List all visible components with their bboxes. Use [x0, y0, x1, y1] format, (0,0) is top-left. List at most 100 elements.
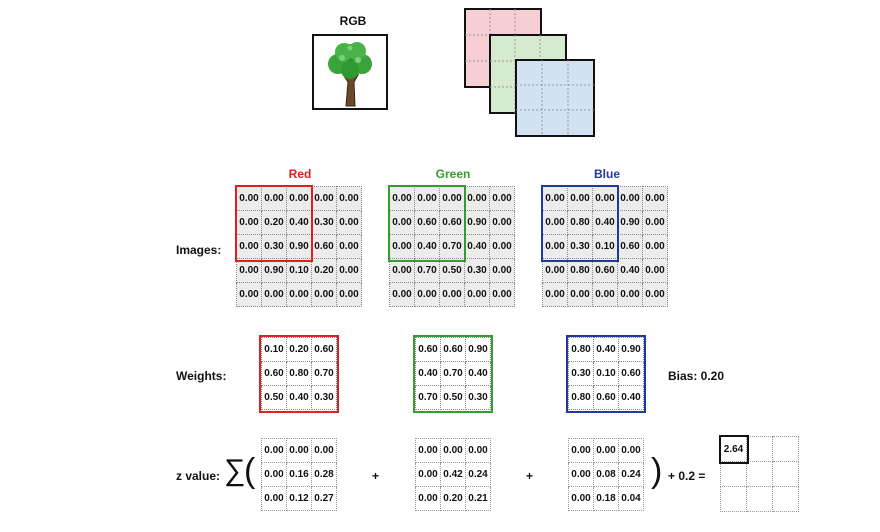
- red-image-cell: 0.40: [286, 210, 312, 235]
- blue-image-cell: 0.00: [642, 258, 668, 283]
- red-image-cell: 0.00: [336, 282, 362, 307]
- red-image-cell: 0.00: [236, 210, 262, 235]
- blue-z-cell: 0.00: [568, 438, 594, 463]
- plus-sign-1: +: [372, 469, 380, 483]
- green-image-cell: 0.00: [439, 186, 465, 211]
- red-image-cell: 0.90: [261, 258, 287, 283]
- blue-image-cell: 0.00: [642, 210, 668, 235]
- red-image-cell: 0.30: [311, 210, 337, 235]
- blue-z-cell: 0.00: [568, 486, 594, 511]
- red-image-cell: 0.60: [311, 234, 337, 259]
- blue-image-cell: 0.00: [617, 282, 643, 307]
- red-image-cell: 0.00: [286, 186, 312, 211]
- output-row: [720, 461, 799, 487]
- blue-image-cell: 0.00: [642, 282, 668, 307]
- green-image-cell: 0.00: [464, 186, 490, 211]
- green-image-cell: 0.00: [414, 282, 440, 307]
- blue-z-cell: 0.24: [618, 462, 644, 487]
- red-image-cell: 0.00: [236, 234, 262, 259]
- green-image-cell: 0.00: [414, 186, 440, 211]
- blue-image-cell: 0.00: [542, 234, 568, 259]
- red-image-cell: 0.00: [236, 282, 262, 307]
- output-value: 2.64: [720, 436, 747, 462]
- red-image-cell: 0.00: [286, 282, 312, 307]
- blue-image-cell: 0.00: [542, 186, 568, 211]
- bias-label: Bias: 0.20: [668, 369, 725, 383]
- blue-weight-cell: 0.80: [568, 337, 594, 362]
- green-z-cell: 0.00: [415, 438, 441, 463]
- blue-weight-cell: 0.40: [618, 385, 644, 410]
- red-weight-cell: 0.80: [286, 361, 312, 386]
- blue-image-cell: 0.00: [642, 234, 668, 259]
- green-image-cell: 0.70: [414, 258, 440, 283]
- bias-addition: + 0.2 =: [668, 469, 706, 483]
- plus-sign-2: +: [526, 469, 534, 483]
- output-cell: [746, 461, 773, 487]
- output-row: [720, 486, 799, 512]
- output-cell: [746, 436, 773, 462]
- blue-image-cell: 0.30: [567, 234, 593, 259]
- red-z-cell: 0.12: [286, 486, 312, 511]
- red-weight-cell: 0.30: [311, 385, 337, 410]
- green-image-cell: 0.00: [389, 282, 415, 307]
- red-image-cell: 0.00: [236, 186, 262, 211]
- close-paren: ): [651, 452, 663, 490]
- rgb-title: RGB: [339, 14, 367, 28]
- red-image-cell: 0.90: [286, 234, 312, 259]
- green-weight-cell: 0.60: [440, 337, 466, 362]
- blue-image-cell: 0.00: [567, 186, 593, 211]
- green-image-cell: 0.00: [389, 234, 415, 259]
- green-image-cell: 0.00: [489, 258, 515, 283]
- green-image-cell: 0.40: [414, 234, 440, 259]
- green-image-cell: 0.00: [489, 210, 515, 235]
- red-z-cell: 0.28: [311, 462, 337, 487]
- rgb-image-frame: [312, 34, 388, 110]
- blue-z-cell: 0.18: [593, 486, 619, 511]
- blue-z-cell: 0.08: [593, 462, 619, 487]
- blue-weight-cell: 0.30: [568, 361, 594, 386]
- weights-label: Weights:: [176, 369, 227, 383]
- green-weight-cell: 0.70: [440, 361, 466, 386]
- green-weight-cell: 0.40: [465, 361, 491, 386]
- channel-title-blue: Blue: [593, 167, 620, 181]
- green-weight-cell: 0.90: [465, 337, 491, 362]
- output-cell: [772, 461, 799, 487]
- blue-z-cell: 0.04: [618, 486, 644, 511]
- blue-image-cell: 0.00: [542, 258, 568, 283]
- blue-weight-cell: 0.60: [618, 361, 644, 386]
- green-z-cell: 0.21: [465, 486, 491, 511]
- blue-z-cell: 0.00: [618, 438, 644, 463]
- blue-z-cell: 0.00: [568, 462, 594, 487]
- green-image-cell: 0.60: [414, 210, 440, 235]
- output-cell: [746, 486, 773, 512]
- green-z-cell: 0.00: [440, 438, 466, 463]
- green-z-cell: 0.00: [465, 438, 491, 463]
- green-image-cell: 0.00: [389, 210, 415, 235]
- green-image-cell: 0.00: [439, 282, 465, 307]
- output-row: 2.64: [720, 436, 799, 462]
